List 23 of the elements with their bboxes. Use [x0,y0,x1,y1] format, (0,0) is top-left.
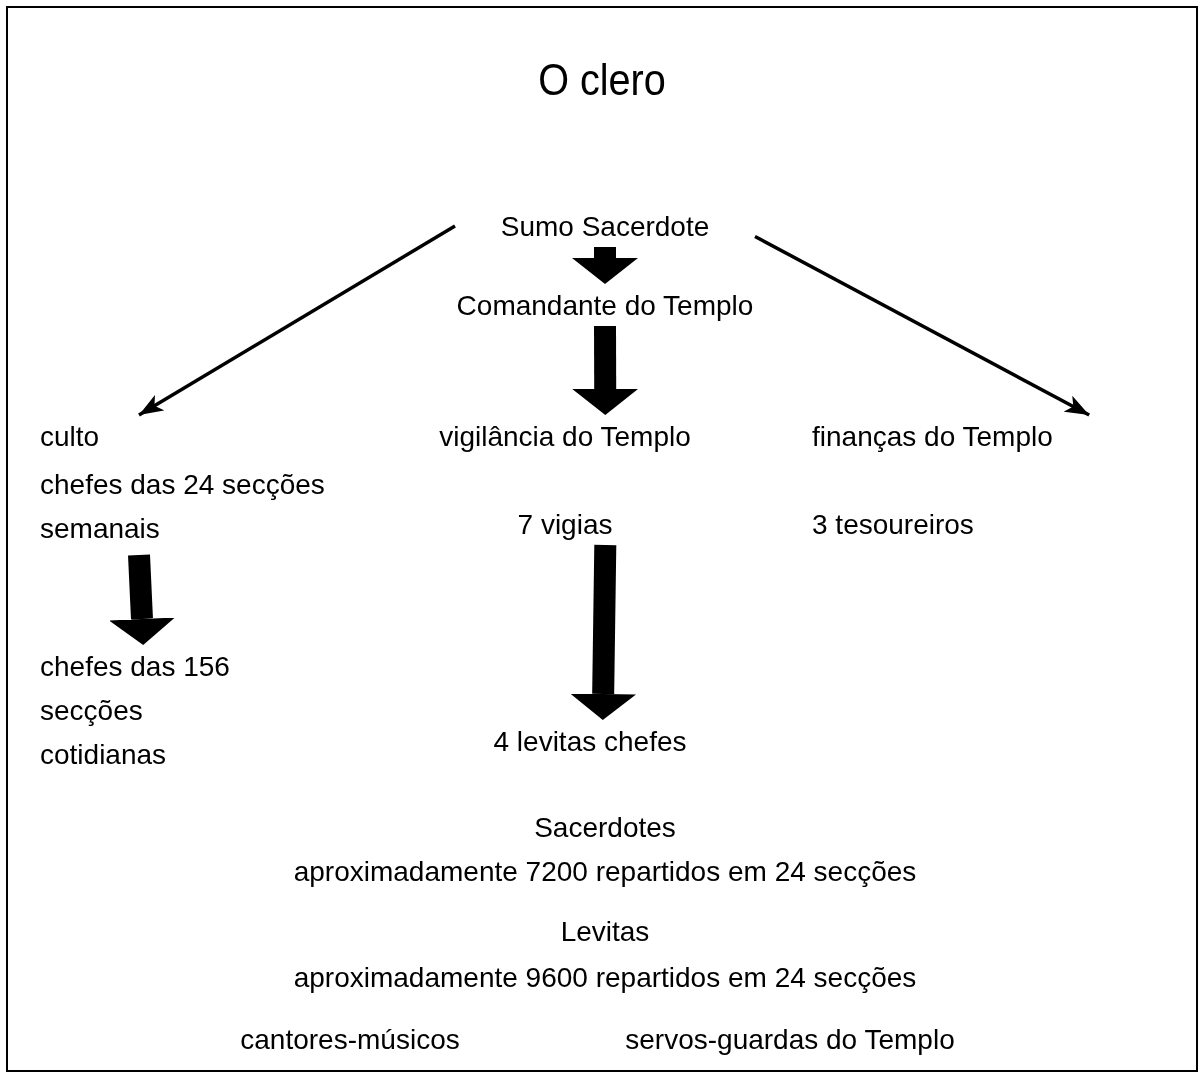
arrow [572,325,639,415]
text-label: Sacerdotes [533,811,677,845]
arrow [754,234,1091,417]
node-text: chefes das 24 secções semanais [40,468,326,546]
text-label: Levitas [559,915,651,949]
node-text: Sumo Sacerdote [500,210,710,244]
node-text: vigilância do Templo [439,420,691,454]
text-label: aproximadamente 7200 repartidos em 24 secções [292,855,918,889]
node-text: chefes das 156 secções cotidianas [40,650,231,772]
text-label: cantores-músicos [239,1023,461,1057]
diagram-title: O clero [537,54,667,106]
node-text: finanças do Templo [812,420,1053,454]
text-label: aproximadamente 9600 repartidos em 24 secções [292,961,918,995]
node-text: 7 vigias [517,508,613,542]
node-text: 3 tesoureiros [812,508,974,542]
text-label: servos-guardas do Templo [624,1023,956,1057]
node-text: culto [40,420,100,454]
node-text: Comandante do Templo [456,289,754,323]
arrow [572,247,638,284]
node-text: 4 levitas chefes [493,725,687,759]
arrow [138,224,456,417]
arrow [570,544,637,720]
arrow [109,554,175,645]
